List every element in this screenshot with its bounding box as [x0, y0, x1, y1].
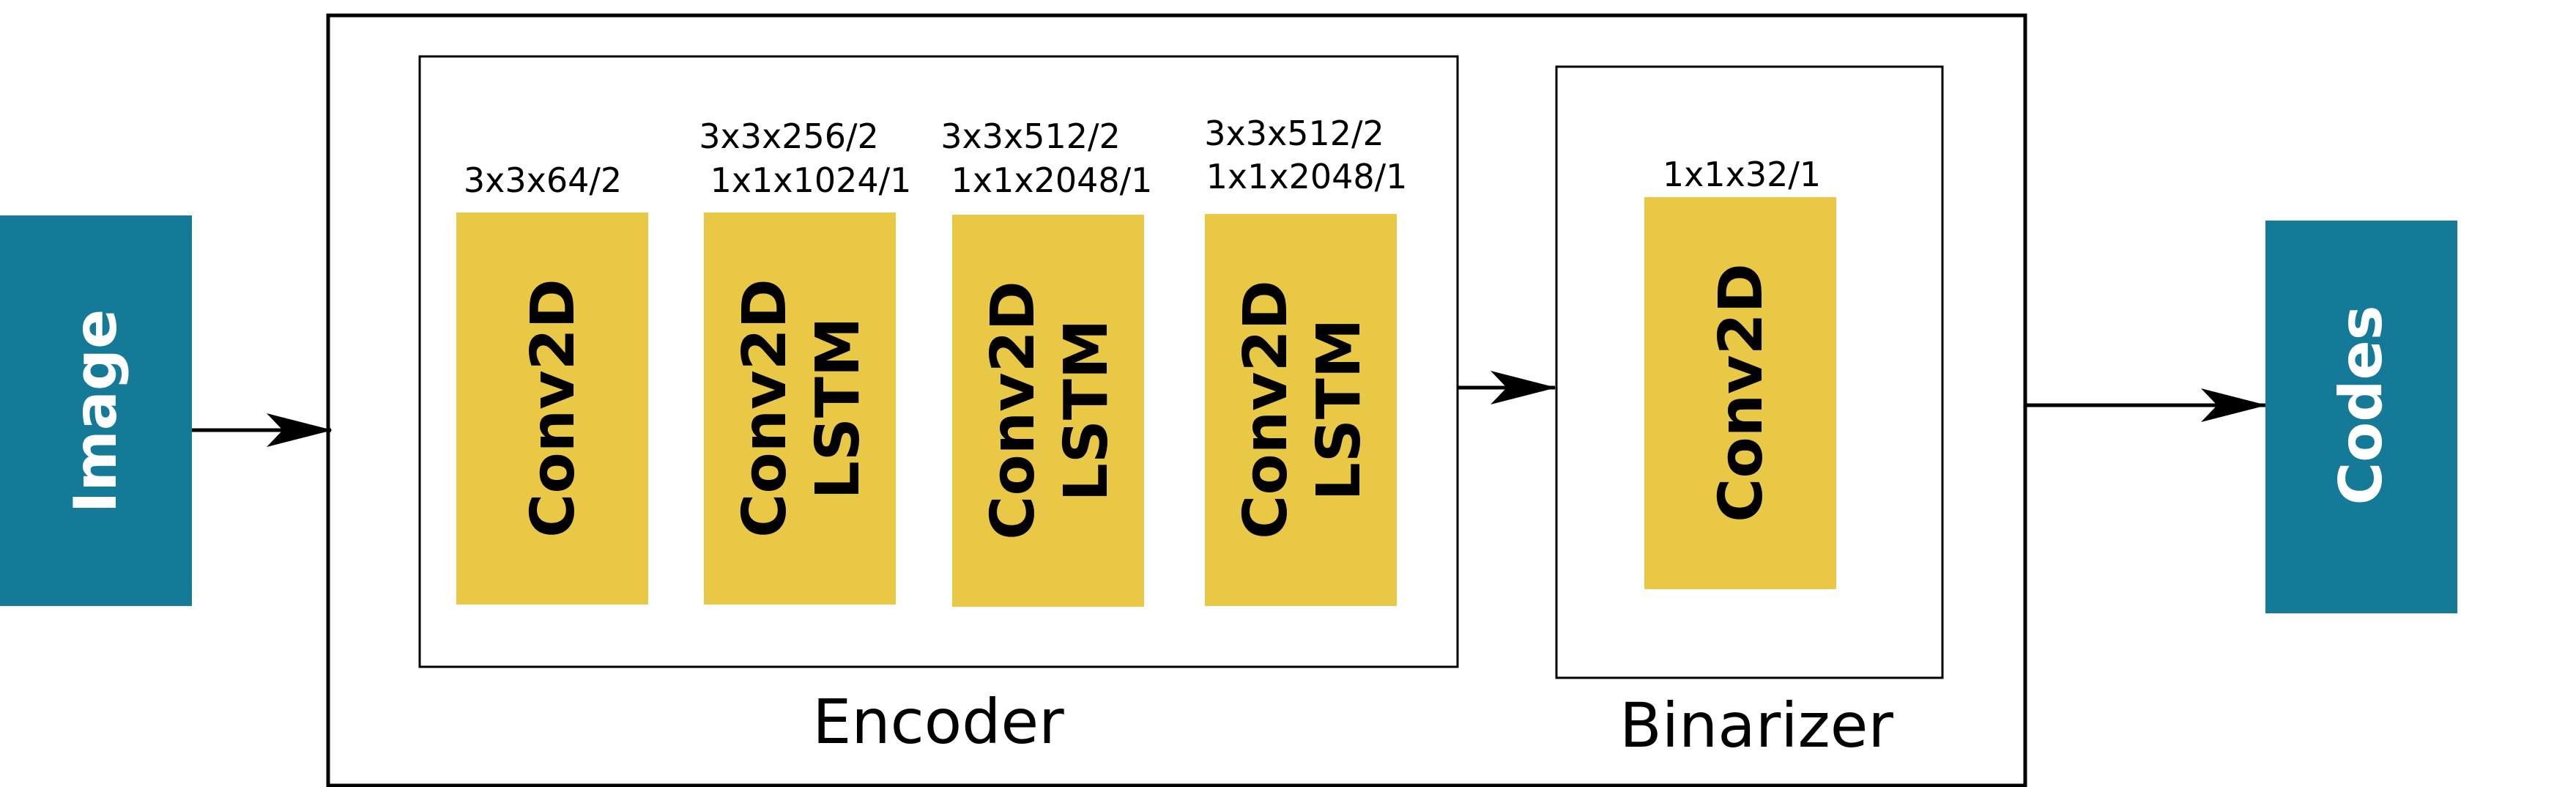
- layer-3-spec-line2: 1x1x2048/1: [951, 160, 1153, 200]
- codes-label: Codes: [2327, 306, 2395, 506]
- layer-2-spec-line1: 3x3x256/2: [699, 117, 879, 156]
- binarizer-group: Binarizer 1x1x32/1 Conv2D: [1555, 65, 1944, 761]
- binarizer-block: [1644, 197, 1836, 589]
- binarizer-name: Conv2D: [1707, 263, 1776, 522]
- encoder-layer-4: 3x3x512/2 1x1x2048/1 Conv2D LSTM: [1204, 114, 1407, 606]
- codes-output-block: Codes: [2265, 221, 2457, 613]
- layer-1-spec-line1: 3x3x64/2: [464, 160, 622, 200]
- codes-block-rect: [2265, 221, 2457, 613]
- encoder-label: Encoder: [812, 686, 1064, 758]
- layer-2-block: [704, 213, 896, 605]
- layer-3-name-line2: LSTM: [1052, 319, 1121, 502]
- binarizer-box: [1555, 65, 1944, 679]
- layer-4-name-line1: Conv2D: [1231, 280, 1301, 539]
- layer-2-spec-line2: 1x1x1024/1: [710, 160, 912, 200]
- image-block-rect: [0, 215, 192, 606]
- encoder-layer-2: 3x3x256/2 1x1x1024/1 Conv2D LSTM: [699, 117, 911, 605]
- binarizer-spec: 1x1x32/1: [1663, 155, 1821, 194]
- image-label: Image: [62, 309, 130, 514]
- encoder-box: [418, 55, 1459, 668]
- encoder-layer-3: 3x3x512/2 1x1x2048/1 Conv2D LSTM: [940, 117, 1152, 607]
- binarizer-label: Binarizer: [1619, 690, 1893, 761]
- model-container: [326, 13, 2027, 787]
- encoder-group: Encoder 3x3x64/2 Conv2D 3x3x256/2 1x1x10…: [418, 55, 1459, 758]
- layer-3-block: [952, 215, 1144, 607]
- encoder-layer-1: 3x3x64/2 Conv2D: [456, 160, 648, 605]
- layer-3-spec-line1: 3x3x512/2: [940, 117, 1121, 156]
- layer-2-name-line2: LSTM: [803, 317, 873, 500]
- layer-4-block: [1205, 214, 1397, 606]
- layer-1-name-line1: Conv2D: [519, 278, 588, 537]
- layer-1-block: [456, 213, 648, 605]
- image-input-block: Image: [0, 215, 192, 606]
- layer-4-spec-line1: 3x3x512/2: [1204, 114, 1384, 153]
- layer-4-spec-line2: 1x1x2048/1: [1206, 157, 1408, 196]
- layer-2-name-line1: Conv2D: [730, 278, 800, 537]
- layer-3-name-line1: Conv2D: [979, 281, 1048, 539]
- layer-4-name-line2: LSTM: [1304, 319, 1374, 501]
